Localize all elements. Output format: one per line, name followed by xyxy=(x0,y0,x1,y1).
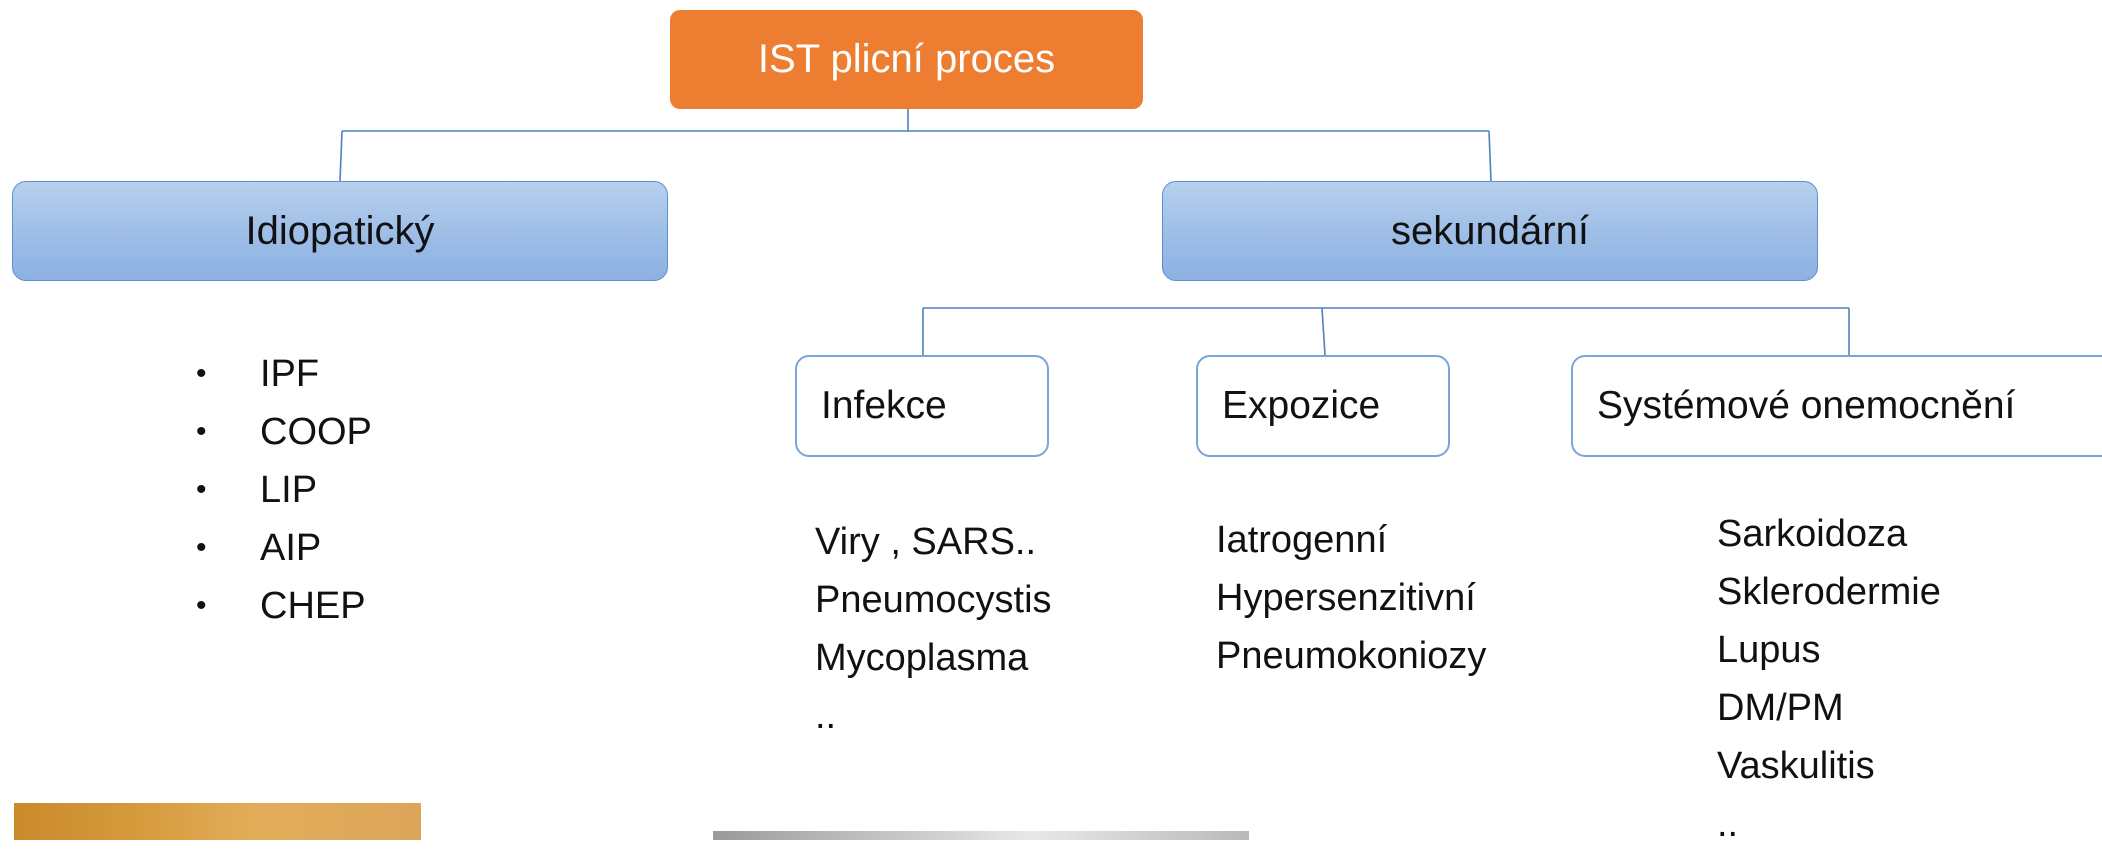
bullet-icon: • xyxy=(196,589,207,622)
subcategory-exposure-label: Expozice xyxy=(1222,384,1381,427)
systemic-list: Sarkoidoza Sklerodermie Lupus DM/PM Vask… xyxy=(1717,505,1941,853)
category-secondary: sekundární xyxy=(1162,181,1818,281)
list-item: Iatrogenní xyxy=(1216,519,1388,561)
root-node-label: IST plicní proces xyxy=(757,37,1056,81)
list-item: Pneumocystis xyxy=(815,579,1052,621)
list-item: .. xyxy=(815,695,837,737)
list-item: Viry , SARS.. xyxy=(815,521,1037,563)
bullet-icon: • xyxy=(196,531,207,564)
bullet-icon: • xyxy=(196,473,207,506)
bullet-icon: • xyxy=(196,415,207,448)
subcategory-systemic: Systémové onemocnění xyxy=(1571,355,2102,457)
list-item: Mycoplasma xyxy=(815,637,1029,679)
photo-thumbnail-center xyxy=(713,831,1249,840)
list-item: •CHEP xyxy=(196,577,372,635)
root-node: IST plicní proces xyxy=(670,10,1143,109)
list-item: •LIP xyxy=(196,461,372,519)
bullet-icon: • xyxy=(196,357,207,390)
list-item: •AIP xyxy=(196,519,372,577)
list-item: DM/PM xyxy=(1717,687,1844,729)
list-item: Vaskulitis xyxy=(1717,745,1875,787)
category-idiopathic: Idiopatický xyxy=(12,181,668,281)
list-item: Pneumokoniozy xyxy=(1216,635,1487,677)
to-idiopathic xyxy=(339,130,343,182)
to-exposure xyxy=(1321,307,1326,356)
infection-list: Viry , SARS.. Pneumocystis Mycoplasma .. xyxy=(815,513,1052,745)
subcategory-exposure: Expozice xyxy=(1196,355,1450,457)
list-item: Sarkoidoza xyxy=(1717,513,1908,555)
list-item: Sklerodermie xyxy=(1717,571,1941,613)
list-item: .. xyxy=(1717,803,1739,845)
to-secondary xyxy=(1488,130,1492,182)
category-secondary-label: sekundární xyxy=(1391,208,1589,253)
subcategory-systemic-label: Systémové onemocnění xyxy=(1597,384,2016,427)
idiopathic-list: •IPF •COOP •LIP •AIP •CHEP xyxy=(196,345,372,635)
subcategory-infection: Infekce xyxy=(795,355,1049,457)
exposure-list: Iatrogenní Hypersenzitivní Pneumokoniozy xyxy=(1216,511,1486,685)
list-item: Lupus xyxy=(1717,629,1821,671)
category-idiopathic-label: Idiopatický xyxy=(245,208,435,253)
subcategory-infection-label: Infekce xyxy=(821,384,947,427)
photo-thumbnail-left xyxy=(14,803,421,840)
list-item: •IPF xyxy=(196,345,372,403)
list-item: Hypersenzitivní xyxy=(1216,577,1476,619)
list-item: •COOP xyxy=(196,403,372,461)
